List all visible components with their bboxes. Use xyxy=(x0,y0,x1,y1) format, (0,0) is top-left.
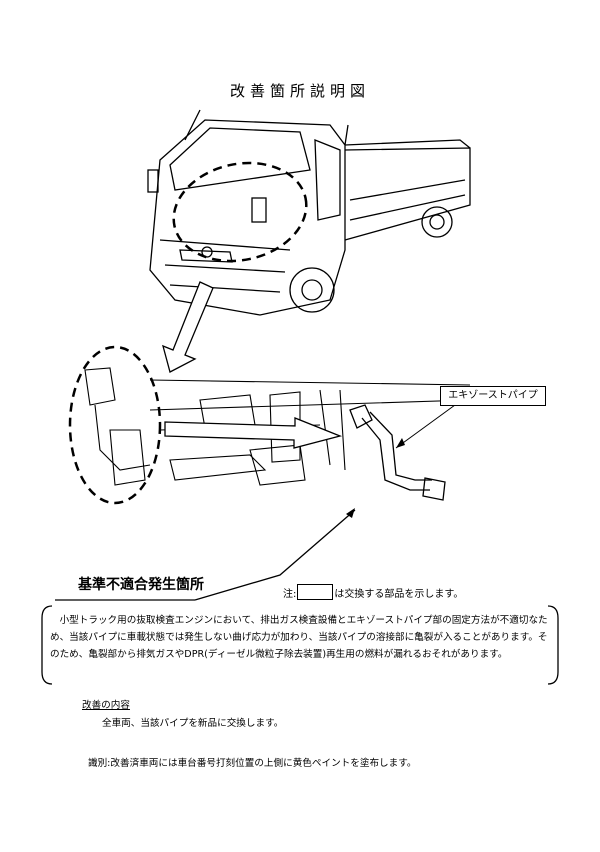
identification-text: 識別:改善済車両には車台番号打刻位置の上側に黄色ペイントを塗布します。 xyxy=(88,758,417,769)
defect-highlight-ellipse xyxy=(68,345,162,505)
page-title: 改善箇所説明図 xyxy=(229,82,370,100)
legend-note: 注: は交換する部品を示します。 xyxy=(283,584,463,600)
improvement-text: 全車両、当該パイプを新品に交換します。 xyxy=(102,718,284,729)
right-arrow-icon xyxy=(164,417,343,449)
defect-location-title: 基準不適合発生箇所 xyxy=(78,577,204,593)
exhaust-pipe-label: エキゾーストパイプ xyxy=(440,386,546,406)
note-suffix: は交換する部品を示します。 xyxy=(334,588,464,600)
defect-description: 小型トラック用の抜取検査エンジンにおいて、排出ガス検査設備とエキゾーストパイプ部… xyxy=(50,615,548,660)
improvement-heading: 改善の内容 xyxy=(82,700,130,711)
truck-highlight-ellipse xyxy=(172,161,308,263)
legend-swatch xyxy=(297,584,334,600)
down-arrow-icon xyxy=(162,281,214,373)
truck-illustration xyxy=(147,109,471,316)
description-bracket-right xyxy=(547,605,559,685)
exhaust-pipe-part xyxy=(349,404,446,501)
description-bracket-left xyxy=(41,605,53,685)
callout-leader-line xyxy=(395,404,456,449)
note-prefix: 注: xyxy=(283,588,297,600)
pointer-line xyxy=(55,509,356,601)
